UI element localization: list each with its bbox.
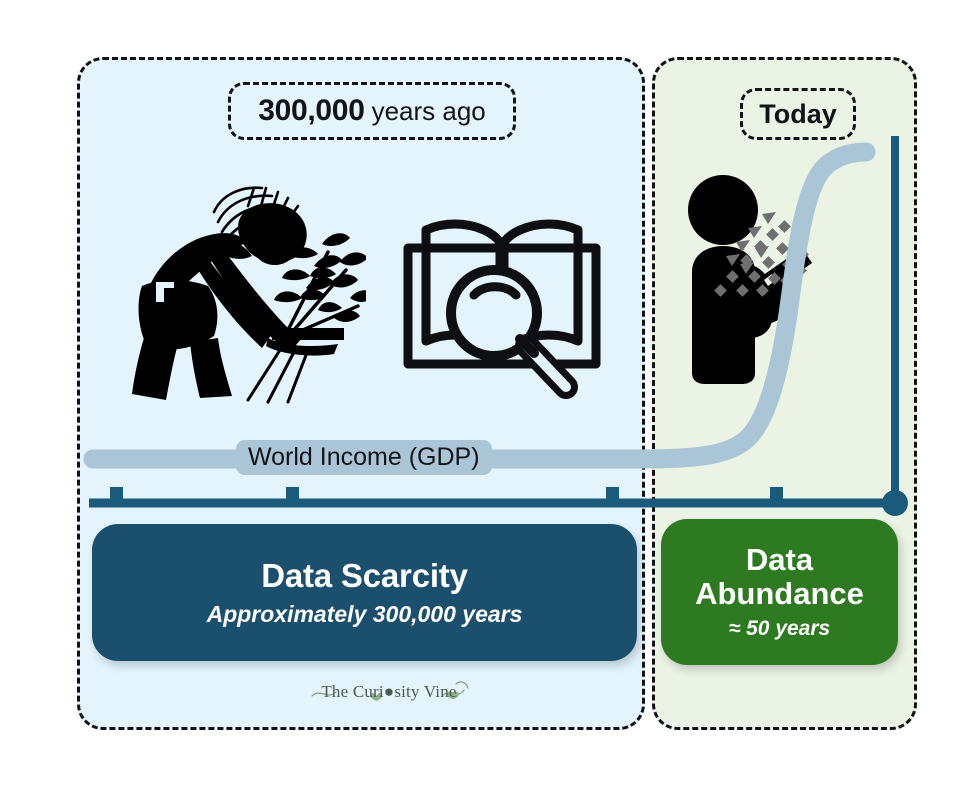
- vine-decoration-icon: [311, 681, 469, 701]
- book-with-magnifying-glass-icon: [403, 219, 601, 399]
- badge-past-suffix: years ago: [371, 95, 486, 126]
- gdp-curve-label: World Income (GDP): [236, 440, 492, 475]
- data-abundance-title-line2: Abundance: [695, 575, 864, 611]
- data-abundance-title-line1: Data: [745, 542, 814, 578]
- badge-300000-years-ago: 300,000 years ago: [228, 82, 516, 140]
- watermark-the-curiosity-vine: The Curi●sity Vine: [306, 676, 472, 708]
- outcome-box-data-abundance: Data Abundance ≈ 50 years: [661, 519, 898, 665]
- badge-today-label: Today: [759, 98, 837, 129]
- outcome-box-data-scarcity: Data Scarcity Approximately 300,000 year…: [92, 524, 637, 661]
- data-scarcity-subtitle: Approximately 300,000 years: [206, 601, 523, 627]
- badge-past-number: 300,000: [258, 94, 365, 127]
- data-scarcity-title: Data Scarcity: [261, 557, 468, 594]
- person-with-smartphone-data-stream-icon: [688, 175, 812, 384]
- badge-today: Today: [740, 88, 856, 140]
- gdp-curve-label-text: World Income (GDP): [248, 443, 480, 471]
- farmer-harvesting-wheat-icon: [132, 186, 366, 404]
- data-abundance-subtitle: ≈ 50 years: [728, 616, 831, 640]
- watermark-text: The Curi●sity Vine: [321, 682, 457, 701]
